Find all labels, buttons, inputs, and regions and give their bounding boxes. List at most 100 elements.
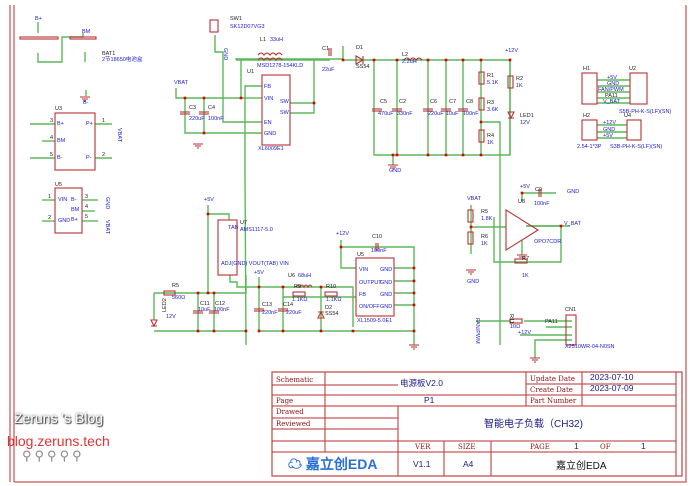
junction-dot	[312, 101, 316, 105]
title-block-create-date-label: Create Date	[530, 386, 573, 394]
label-107: 220nF	[262, 310, 278, 316]
label-84: S5B-PH-K-S(LF)(SN)	[619, 109, 671, 115]
junction-dot	[196, 329, 200, 333]
frame-border	[14, 5, 687, 483]
label-94: AMS1117-5.0	[240, 227, 273, 233]
label-21: BM	[71, 207, 80, 213]
label-106: C13	[262, 302, 272, 308]
label-114: R10	[326, 284, 336, 290]
label-36: C1	[322, 46, 329, 52]
junction-dot	[212, 329, 216, 333]
label-22: B+	[71, 217, 78, 223]
junction-dot	[412, 266, 416, 270]
label-151: CN1	[565, 307, 576, 313]
label-50: XL6009E1	[258, 146, 284, 152]
label-54: C4	[208, 105, 215, 111]
title-block-page-of-label: PAGE	[530, 443, 550, 451]
label-52: C3	[189, 105, 196, 111]
label-44: FB	[264, 84, 271, 90]
wire	[154, 275, 247, 294]
junction-dot	[559, 224, 563, 228]
r1-resistor	[478, 71, 485, 85]
label-80: GND	[607, 81, 619, 87]
r2-resistor	[507, 75, 514, 89]
label-123: OUTPUT	[359, 280, 382, 286]
junction-dot	[196, 291, 200, 295]
wire	[229, 275, 354, 327]
wire	[207, 205, 230, 220]
r11-resistor	[509, 318, 523, 324]
wire	[184, 98, 262, 134]
logo-text: 嘉立创EDA	[305, 456, 378, 472]
junction-dot	[461, 153, 465, 157]
junction-dot	[395, 153, 399, 157]
label-74: LED1	[520, 113, 534, 119]
label-102: 10uF	[198, 307, 211, 313]
u5-xl1509	[355, 257, 395, 317]
label-60: C6	[430, 99, 437, 105]
label-133: 1.8K	[481, 216, 493, 222]
wire	[214, 35, 262, 123]
junction-dot	[239, 96, 243, 100]
label-150: +12V	[518, 330, 531, 336]
label-34: 33uH	[270, 37, 283, 43]
label-131: VBAT	[467, 196, 482, 202]
label-140: 100nF	[534, 201, 550, 207]
label-16: VBAT	[116, 128, 122, 143]
label-49: SW	[280, 110, 290, 116]
u2-connector	[629, 72, 648, 105]
ground-icon	[80, 96, 90, 102]
title-block-part-number-label: Part Number	[530, 397, 577, 405]
label-125: ON/OFF	[359, 304, 380, 310]
label-69: 3.6K	[487, 107, 499, 113]
label-71: 1K	[487, 140, 494, 146]
label-29: VBAT	[104, 220, 110, 235]
junction-dot	[257, 285, 261, 289]
label-144: R7	[522, 256, 529, 262]
ground-icon	[388, 164, 398, 170]
label-23: 1	[48, 194, 51, 200]
title-block-size: A4	[463, 459, 474, 469]
wire	[343, 59, 511, 156]
label-122: VIN	[359, 267, 368, 273]
cloud-icon: ☁	[288, 456, 302, 472]
label-86: U4	[624, 113, 631, 119]
label-19: GND	[58, 218, 70, 224]
label-88: GND	[603, 127, 615, 133]
label-115: 1.1KΩ	[326, 297, 341, 303]
ground-icon	[466, 269, 476, 275]
junction-dot	[426, 58, 430, 62]
label-112: R9	[294, 284, 301, 290]
title-block-ver-label: VER	[414, 443, 431, 451]
label-82: PA11	[605, 93, 618, 99]
junction-dot	[479, 58, 483, 62]
junction-dot	[469, 225, 473, 229]
label-110: U6	[288, 273, 295, 279]
label-68: R3	[487, 100, 494, 106]
label-13: 5	[50, 152, 53, 158]
title-block-page-total: 1	[641, 441, 646, 451]
junction-dot	[339, 245, 343, 249]
label-108: C14	[283, 302, 293, 308]
label-33: L1	[260, 37, 266, 43]
title-block-page-label: Page	[276, 397, 293, 405]
r9-resistor	[292, 291, 306, 297]
label-81: FAN/PWM	[598, 87, 624, 93]
label-73: 1K	[516, 83, 523, 89]
label-57: 470uF	[378, 111, 394, 117]
label-61: 220uF	[428, 111, 444, 117]
label-139: C9	[535, 187, 542, 193]
wire	[534, 339, 572, 358]
label-90: 2.54-1*3P	[577, 144, 602, 150]
label-4: B-	[83, 100, 89, 106]
label-147: R11	[508, 314, 514, 324]
label-26: 4	[85, 204, 88, 210]
label-63: 10uF	[446, 111, 459, 117]
junction-dot	[461, 58, 465, 62]
ground-icon	[530, 357, 540, 363]
r5-resistor	[467, 209, 474, 223]
label-39: SS54	[356, 64, 369, 70]
label-35: MSD1278-154KLD	[257, 63, 303, 69]
junction-dot	[412, 279, 416, 283]
